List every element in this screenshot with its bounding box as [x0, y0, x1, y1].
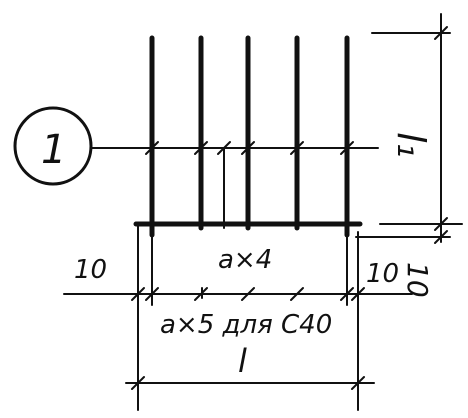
leader-tick-4	[241, 141, 255, 155]
spacing-bottom-label: a×5 для C40	[160, 310, 332, 340]
vertical-bars	[149, 35, 350, 238]
spacing-tick-4	[241, 287, 255, 301]
spacing-tick-1	[131, 287, 145, 301]
leader-ticks	[145, 141, 354, 155]
dim-tick-low	[434, 230, 448, 244]
length-tick-right	[351, 376, 365, 390]
leader-tick-5	[290, 141, 304, 155]
callout-marker: 1	[13, 106, 379, 229]
leader-tick-1	[145, 141, 159, 155]
callout-circle	[13, 106, 93, 186]
leader-tick-2	[194, 141, 208, 155]
spacing-tick-5	[290, 287, 304, 301]
spacing-tick-7	[351, 287, 365, 301]
spacing-tick-2	[145, 287, 159, 301]
spacing-tick-6	[340, 287, 354, 301]
spacing-dimension	[63, 287, 413, 301]
length-tick-left	[131, 376, 145, 390]
length-label: l	[238, 342, 247, 380]
offset-left-label: 10	[74, 255, 107, 285]
offset-vertical-label: 10	[401, 262, 434, 298]
dim-tick-top	[434, 26, 448, 40]
callout-number: 1	[41, 127, 66, 173]
spacing-top-label: a×4	[218, 245, 272, 275]
leader-tick-6	[340, 141, 354, 155]
dim-tick-mid	[434, 217, 448, 231]
height-label: l₁	[389, 132, 433, 158]
vertical-dimension	[355, 13, 463, 244]
length-dimension	[125, 376, 375, 390]
leader-tick-3	[217, 141, 231, 155]
offset-right-label: 10	[366, 259, 399, 289]
